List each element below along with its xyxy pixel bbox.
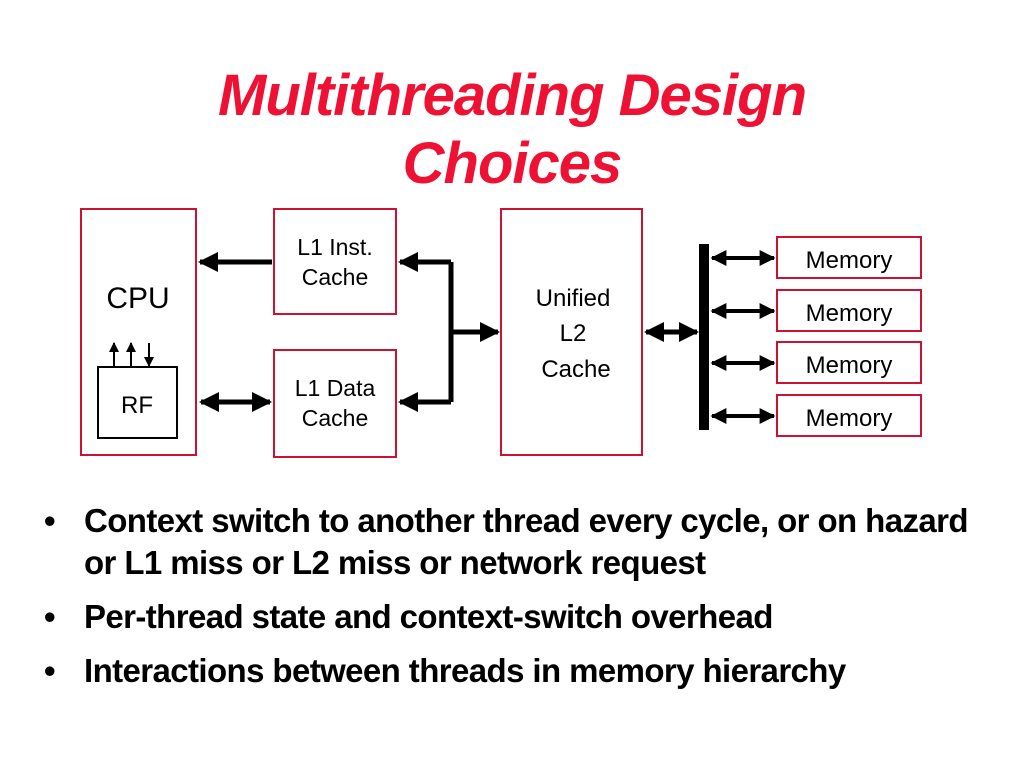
memory-box-3 <box>776 341 922 384</box>
l2-cache-box <box>500 208 643 456</box>
register-file-label: RF <box>121 392 153 419</box>
memory-module: Memory <box>710 394 922 437</box>
cpu-label: CPU <box>106 282 169 315</box>
memory-bus <box>699 244 709 430</box>
memory-module: Memory <box>710 341 922 384</box>
l1-data-line1: L1 Data <box>295 375 376 401</box>
l2-line2: L2 <box>560 320 587 347</box>
l1-l2-connector <box>398 252 500 412</box>
memory-label-3: Memory <box>806 352 893 379</box>
l1-data-cache-block: L1 Data Cache <box>273 349 397 458</box>
l1-data-line2: Cache <box>302 405 368 431</box>
l1-inst-line2: Cache <box>302 264 368 290</box>
memory-box-2 <box>776 289 922 332</box>
bullet-marker: • <box>44 652 56 689</box>
l2-line3: Cache <box>541 356 610 383</box>
l1-inst-line1: L1 Inst. <box>297 234 372 260</box>
memory-module: Memory <box>710 289 922 332</box>
memory-label-1: Memory <box>806 247 893 274</box>
title-line-2: Choices <box>402 131 623 196</box>
memory-box-4 <box>776 394 922 437</box>
slide-title: Multithreading Design Choices <box>0 62 1024 198</box>
l2-cache-block: Unified L2 Cache <box>500 208 643 456</box>
bullet-text: Per-thread state and context-switch over… <box>84 598 773 635</box>
bullet-item: • Context switch to another thread every… <box>40 500 1000 584</box>
memory-modules: Memory Memory Memory Memory <box>710 236 922 437</box>
title-line-1: Multithreading Design <box>218 63 807 128</box>
l1-inst-cache-block: L1 Inst. Cache <box>273 208 397 315</box>
memory-box-1 <box>776 236 922 279</box>
memory-label-2: Memory <box>806 300 893 327</box>
bullet-list: • Context switch to another thread every… <box>40 500 1000 704</box>
bullet-item: • Per-thread state and context-switch ov… <box>40 596 1000 638</box>
bullet-text: Interactions between threads in memory h… <box>84 652 846 689</box>
l1-inst-cache-box <box>273 208 397 315</box>
bullet-item: • Interactions between threads in memory… <box>40 650 1000 692</box>
register-file-box <box>97 366 178 439</box>
cpu-block: CPU RF <box>80 208 197 456</box>
bullet-marker: • <box>44 598 56 635</box>
memory-label-4: Memory <box>806 405 893 432</box>
memory-module: Memory <box>710 236 922 279</box>
l1-data-cache-box <box>273 349 397 458</box>
bullet-marker: • <box>44 502 56 539</box>
bullet-text: Context switch to another thread every c… <box>84 502 969 581</box>
l2-line1: Unified <box>536 285 611 312</box>
